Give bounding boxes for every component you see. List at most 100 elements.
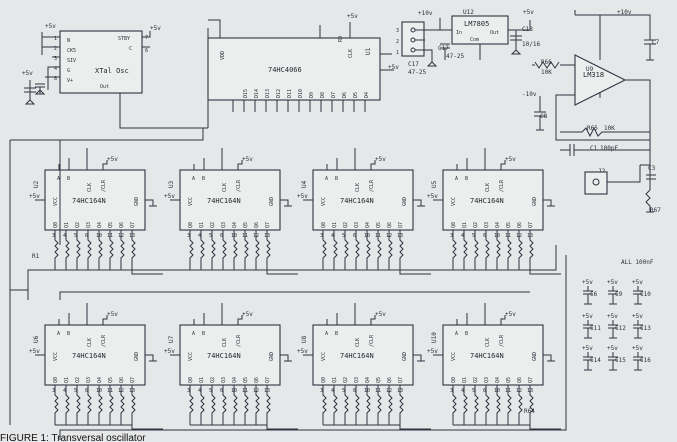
vcc-label-side: +5v [164,348,175,355]
r66-value: 10K [541,69,552,76]
mux-rd: RD [338,36,344,42]
output-pin-q7: Q7 [398,377,404,383]
chip-part-label: 74HC164N [470,197,504,205]
chip-body [442,324,544,386]
cap-name-label: C13 [640,325,651,332]
pin-gnd-label: GND [269,197,275,206]
output-resistor [87,230,92,270]
mux-bottom-pins: D15 D14 D13 D12 D11 D10 D9 D8 D7 D6 D5 D… [243,89,370,98]
chip-wires [303,148,425,207]
output-pin-num: 6 [353,233,356,239]
cap-symbol [583,286,593,305]
conn-pin-2: 2 [396,39,399,45]
regulator: U12 LM7805 In Out Com C17 47-25 C17 47-2… [408,9,540,76]
osc-vcc-label-2: +5v [150,25,161,32]
pin-clr-label: /CLR [499,179,505,192]
opamp-ref: U9 [586,66,594,73]
output-pin-q2: Q2 [210,377,216,383]
output-resistor [109,385,114,425]
output-resistor [189,230,194,270]
chip-ref-label: U5 [431,180,438,188]
output-resistor [120,230,125,270]
output-pin-q3: Q3 [484,222,490,228]
cap-symbol [608,352,618,371]
chip-part-label: 74HC164N [340,197,374,205]
mux-d15: D15 [243,89,249,98]
osc-pin-vplus: V+ [67,78,73,84]
osc-num-8: 8 [54,76,57,82]
output-pin-q5: Q5 [506,222,512,228]
output-resistor [529,385,534,425]
chip-ref-label: U7 [168,335,175,343]
chip-body [179,324,281,386]
mux-d8: D8 [320,92,326,98]
cap-symbol [583,352,593,371]
pin-vcc-label: VCC [451,197,457,206]
output-resistor [322,230,327,270]
pin-gnd-label: GND [532,197,538,206]
mux-d5: D5 [353,92,359,98]
cap-name-label: C10 [640,291,651,298]
output-resistor [255,385,260,425]
osc-num-3: 3 [54,56,57,62]
output-resistor [109,230,114,270]
osc-num-7: 7 [145,35,148,41]
mux-d14: D14 [254,89,260,98]
output-pin-q6: Q6 [517,222,523,228]
output-pin-q4: Q4 [97,377,103,383]
output-pin-num: 6 [483,388,486,394]
output-pin-num: 5 [74,233,77,239]
output-pin-q4: Q4 [495,377,501,383]
output-resistor [377,230,382,270]
chip-wires [170,303,292,362]
r65-label: R65 [587,125,598,132]
pin-b-label: B [335,176,338,182]
summing-bus [323,269,431,275]
output-pin-num: 6 [353,388,356,394]
output-pin-q0: Q0 [53,377,59,383]
output-resistor [366,230,371,270]
pin-gnd-label: GND [532,352,538,361]
chip-part-label: 74HC164N [470,352,504,360]
output-pin-q6: Q6 [119,377,125,383]
pin-a-label: A [192,176,195,182]
pin-gnd-label: GND [269,352,275,361]
output-pin-q4: Q4 [232,377,238,383]
output-pin-num: 6 [220,388,223,394]
output-pin-num: 4 [63,233,66,239]
output-resistor [333,230,338,270]
output-pin-q7: Q7 [130,377,136,383]
output-pin-num: 6 [220,233,223,239]
output-resistor [355,230,360,270]
output-resistor [485,230,490,270]
output-pin-q4: Q4 [232,222,238,228]
chip-ref-label: U2 [33,180,40,188]
vcc-label: +5v [107,311,118,318]
chip-body [44,324,146,386]
output-pin-q7: Q7 [265,377,271,383]
output-resistor [333,385,338,425]
output-resistor [211,230,216,270]
cap-name-label: C16 [640,357,651,364]
chip-body [179,169,281,231]
output-resistor [377,385,382,425]
mux-d13: D13 [265,89,271,98]
output-pin-q4: Q4 [97,222,103,228]
output-pin-q7: Q7 [398,222,404,228]
pin-b-label: B [202,331,205,337]
output-pin-num: 5 [209,233,212,239]
output-pin-q6: Q6 [517,377,523,383]
vcc-label: +5v [505,311,516,318]
output-pin-q7: Q7 [130,222,136,228]
output-pin-num: 3 [450,388,453,394]
output-pin-q3: Q3 [354,377,360,383]
mux-vcc-label: +5v [347,13,358,20]
mux-d9: D9 [309,92,315,98]
